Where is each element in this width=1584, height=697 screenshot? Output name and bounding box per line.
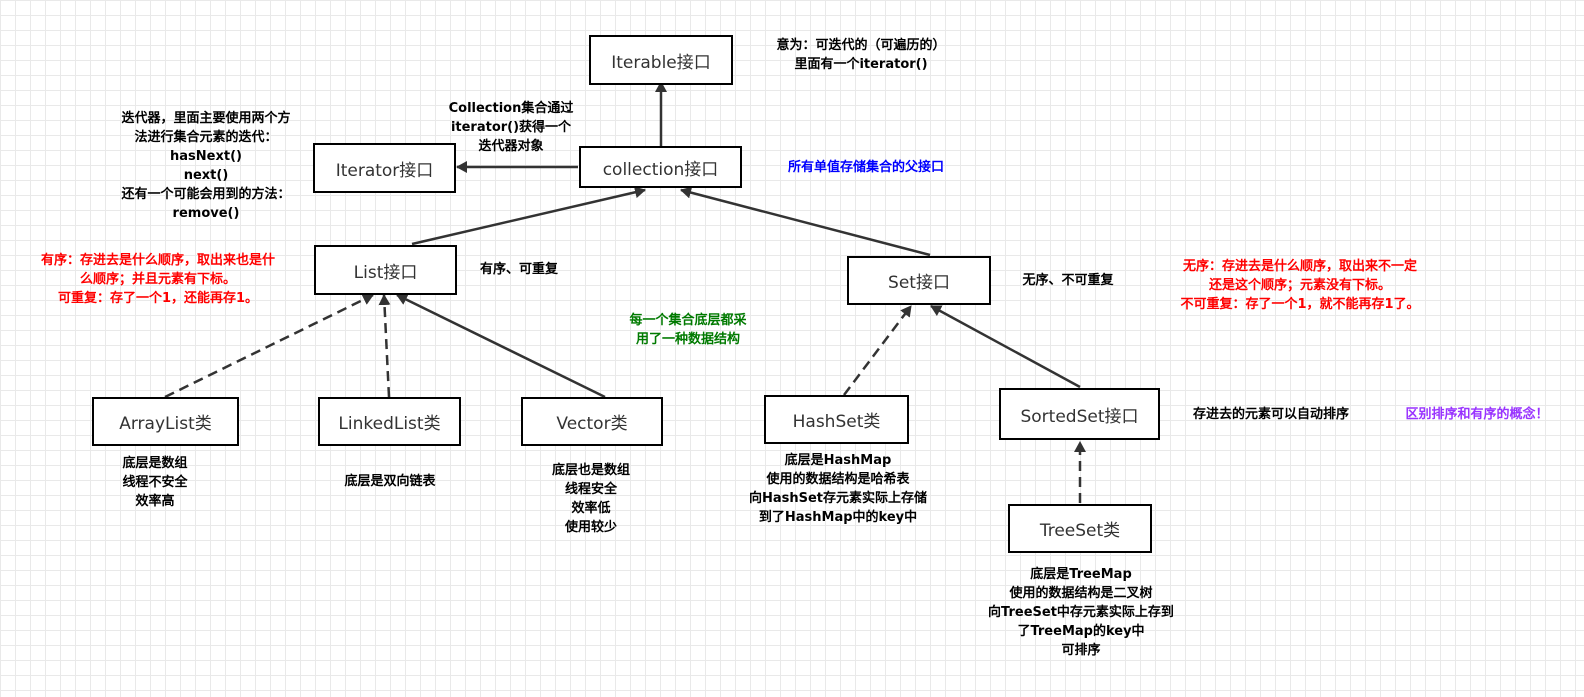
linkedlist-class-label: LinkedList类 (338, 414, 441, 434)
linkedlist-class-box: LinkedList类 (318, 397, 461, 446)
sortedset-desc-note: 存进去的元素可以自动排序 (1192, 407, 1349, 422)
hashset-desc-note: 底层是HashMap 使用的数据结构是哈希表 向HashSet存元素实际上存储 … (748, 453, 928, 525)
hashset-class-box: HashSet类 (764, 395, 909, 444)
list-interface-label: List接口 (353, 262, 418, 283)
vector-class-box: Vector类 (521, 397, 663, 446)
set-short-note: 无序、不可重复 (1022, 273, 1114, 288)
edge-list-to-collection (411, 186, 646, 246)
collection-interface-box: collection接口 (579, 146, 742, 188)
data-structure-note: 每一个集合底层都采 用了一种数据结构 (629, 313, 747, 347)
set-interface-box: Set接口 (847, 256, 991, 305)
list-short-note: 有序、可重复 (479, 262, 558, 277)
iterator-desc-note: 迭代器，里面主要使用两个方 法进行集合元素的迭代： hasNext() next… (121, 111, 291, 221)
linkedlist-desc-note: 底层是双向链表 (344, 474, 436, 489)
hashset-class-label: HashSet类 (792, 412, 881, 432)
set-unordered-note: 无序：存进去是什么顺序，取出来不一定 还是这个顺序；元素没有下标。 不可重复：存… (1180, 259, 1420, 312)
iterator-interface-box: Iterator接口 (313, 143, 456, 193)
iterator-interface-label: Iterator接口 (335, 160, 434, 181)
edge-set-to-collection (680, 186, 931, 257)
list-interface-box: List接口 (314, 245, 457, 295)
list-ordered-note: 有序：存进去是什么顺序，取出来也是什 么顺序；并且元素有下标。 可重复：存了一个… (40, 253, 275, 306)
iterable-interface-box: Iterable接口 (589, 35, 733, 85)
treeset-desc-note: 底层是TreeMap 使用的数据结构是二叉树 向TreeSet中存元素实际上存到… (988, 567, 1174, 658)
edge-arraylist-to-list (164, 293, 374, 399)
vector-desc-note: 底层也是数组 线程安全 效率低 使用较少 (551, 463, 630, 535)
sortedset-interface-label: SortedSet接口 (1020, 406, 1139, 427)
edge-linkedlist-to-list (378, 294, 391, 398)
collection-desc-note: 所有单值存储集合的父接口 (787, 160, 944, 175)
iterable-meaning-note: 意为：可迭代的（可遍历的） 里面有一个iterator() (776, 38, 946, 72)
arraylist-class-box: ArrayList类 (92, 397, 239, 446)
treeset-class-box: TreeSet类 (1008, 504, 1152, 553)
collection-interface-label: collection接口 (602, 159, 719, 180)
edge-sortedset-to-set (930, 304, 1081, 389)
collection-iterator-note: Collection集合通过 iterator()获得一个 迭代器对象 (448, 101, 574, 154)
edge-hashset-to-set (843, 305, 912, 396)
sort-vs-order-note: 区别排序和有序的概念！ (1405, 407, 1549, 422)
iterable-interface-label: Iterable接口 (611, 52, 711, 73)
arraylist-desc-note: 底层是数组 线程不安全 效率高 (122, 456, 188, 509)
sortedset-interface-box: SortedSet接口 (999, 388, 1160, 440)
edge-vector-to-list (396, 293, 606, 399)
arraylist-class-label: ArrayList类 (119, 414, 212, 434)
treeset-class-label: TreeSet类 (1039, 521, 1121, 541)
vector-class-label: Vector类 (556, 414, 628, 434)
set-interface-label: Set接口 (888, 273, 950, 293)
